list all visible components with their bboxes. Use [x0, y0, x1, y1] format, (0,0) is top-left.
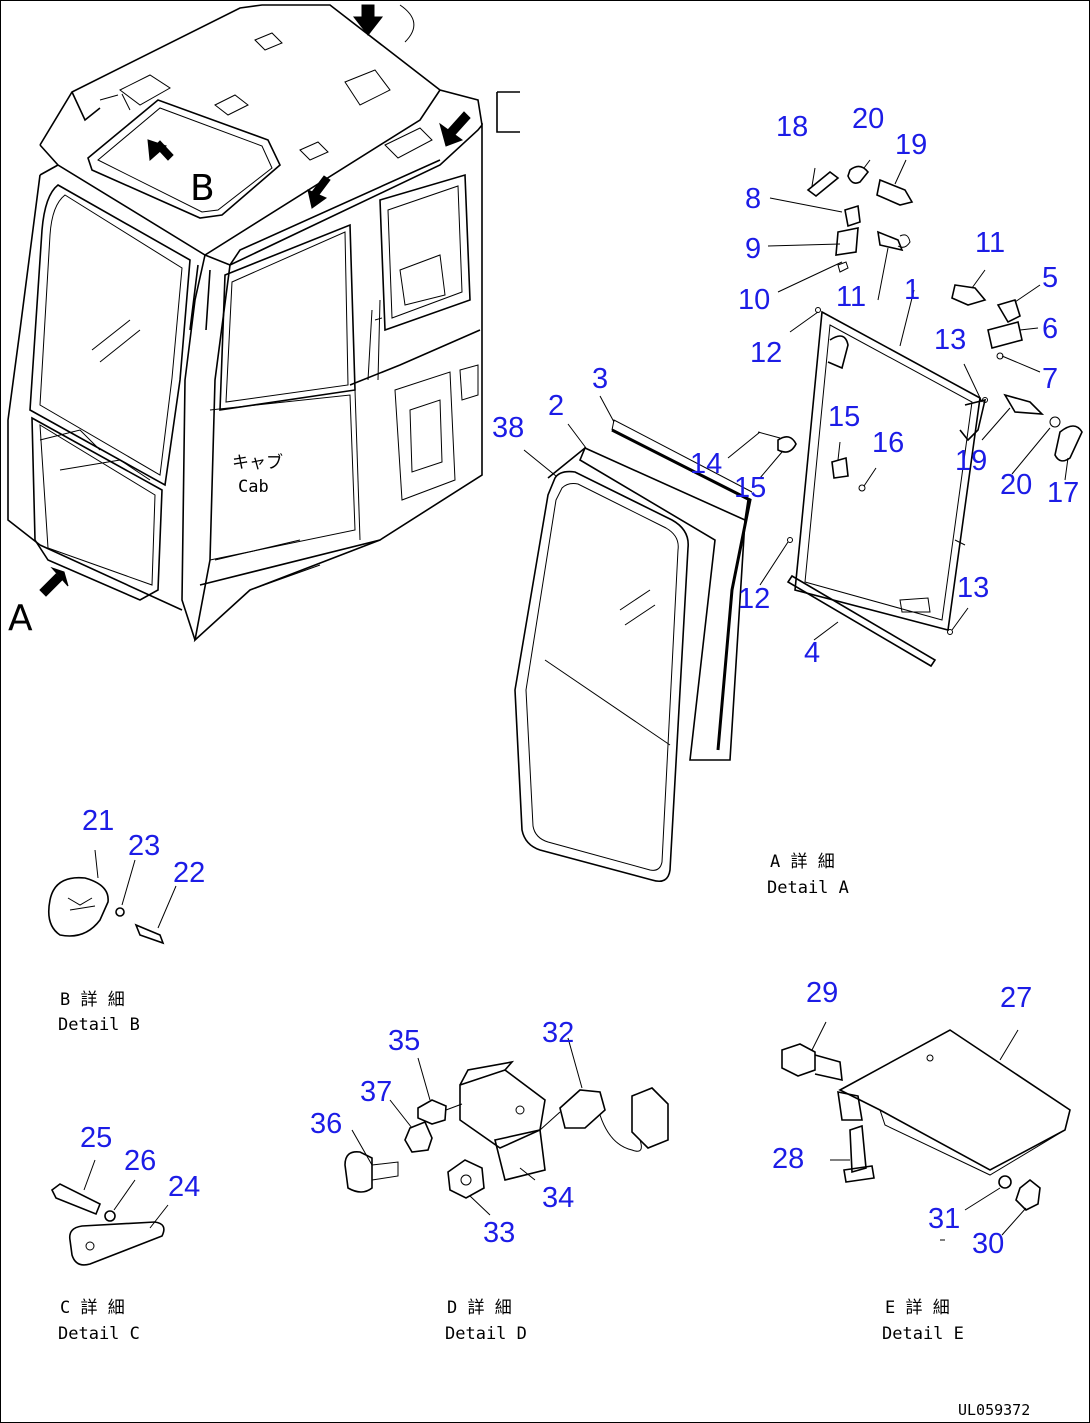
callout-8: 8 [745, 183, 761, 215]
callout-36: 36 [310, 1108, 342, 1140]
detail-captions: A 詳 細 Detail A B 詳 細 Detail B C 詳 細 Deta… [58, 852, 964, 1344]
callout-6: 6 [1042, 313, 1058, 345]
view-letter-b: B [190, 168, 215, 209]
cab-assembly [7, 4, 483, 643]
callout-25: 25 [80, 1122, 112, 1154]
callout-10: 10 [738, 284, 770, 316]
callout-5: 5 [1042, 262, 1058, 294]
detail-a-door-glass [514, 159, 1083, 883]
callout-16: 16 [872, 427, 904, 459]
callout-28: 28 [772, 1143, 804, 1175]
cab-label-jp: キャブ [232, 452, 283, 473]
detail-e-caption-en: Detail E [882, 1324, 964, 1344]
view-arrows [39, 4, 520, 597]
view-arrow-e [307, 175, 331, 209]
callout-13b: 13 [957, 572, 989, 604]
callout-14: 14 [690, 448, 722, 480]
callout-11a: 11 [836, 281, 866, 313]
callout-30: 30 [972, 1228, 1004, 1260]
callout-20b: 20 [1000, 469, 1032, 501]
cab-label-en: Cab [238, 477, 269, 497]
callout-19a: 19 [895, 129, 927, 161]
callout-17: 17 [1047, 477, 1079, 509]
view-letters: B A [8, 168, 215, 639]
callout-35: 35 [388, 1025, 420, 1057]
detail-d-caption-en: Detail D [445, 1324, 527, 1344]
detail-b-caption-en: Detail B [58, 1015, 140, 1035]
view-arrow-d [439, 91, 520, 147]
callout-21: 21 [82, 805, 114, 837]
detail-e [781, 1021, 1071, 1241]
callout-32: 32 [542, 1017, 574, 1049]
detail-b [47, 849, 177, 945]
detail-a-caption-en: Detail A [767, 878, 849, 898]
detail-e-caption-jp: E 詳 細 [885, 1298, 950, 1318]
callout-18: 18 [776, 111, 808, 143]
callout-23: 23 [128, 830, 160, 862]
callout-27: 27 [1000, 982, 1032, 1014]
callout-38: 38 [492, 412, 524, 444]
callout-2: 2 [548, 390, 564, 422]
callout-22: 22 [173, 857, 205, 889]
detail-c [50, 1159, 169, 1266]
callout-7: 7 [1042, 363, 1058, 395]
callout-24: 24 [168, 1171, 200, 1203]
callout-29: 29 [806, 977, 838, 1009]
callout-9: 9 [745, 233, 761, 265]
callout-34: 34 [542, 1182, 574, 1214]
detail-d [344, 1037, 669, 1216]
detail-d-caption-jp: D 詳 細 [447, 1298, 512, 1318]
callout-37: 37 [360, 1076, 392, 1108]
view-arrow-c [352, 4, 415, 43]
detail-c-caption-en: Detail C [58, 1324, 140, 1344]
callout-12a: 12 [750, 337, 782, 369]
callout-20a: 20 [852, 103, 884, 135]
callout-4: 4 [804, 637, 820, 669]
callout-19b: 19 [955, 445, 987, 477]
callout-26: 26 [124, 1145, 156, 1177]
view-arrow-a [39, 566, 69, 597]
view-letter-a: A [8, 598, 33, 639]
callout-15b: 15 [734, 472, 766, 504]
detail-b-caption-jp: B 詳 細 [60, 990, 125, 1010]
callout-15a: 15 [828, 401, 860, 433]
callout-11b: 11 [975, 227, 1005, 259]
view-arrow-b [147, 139, 174, 162]
callout-12b: 12 [738, 583, 770, 615]
detail-c-caption-jp: C 詳 細 [60, 1298, 125, 1318]
callout-1: 1 [904, 274, 920, 306]
callout-33: 33 [483, 1217, 515, 1249]
callout-31: 31 [928, 1203, 960, 1235]
drawing-code: UL059372 [958, 1401, 1030, 1419]
callout-numbers: 1 2 3 4 5 6 7 8 9 10 11 11 12 12 13 13 1… [80, 103, 1079, 1260]
callout-13a: 13 [934, 324, 966, 356]
detail-a-caption-jp: A 詳 細 [770, 852, 835, 872]
callout-3: 3 [592, 363, 608, 395]
